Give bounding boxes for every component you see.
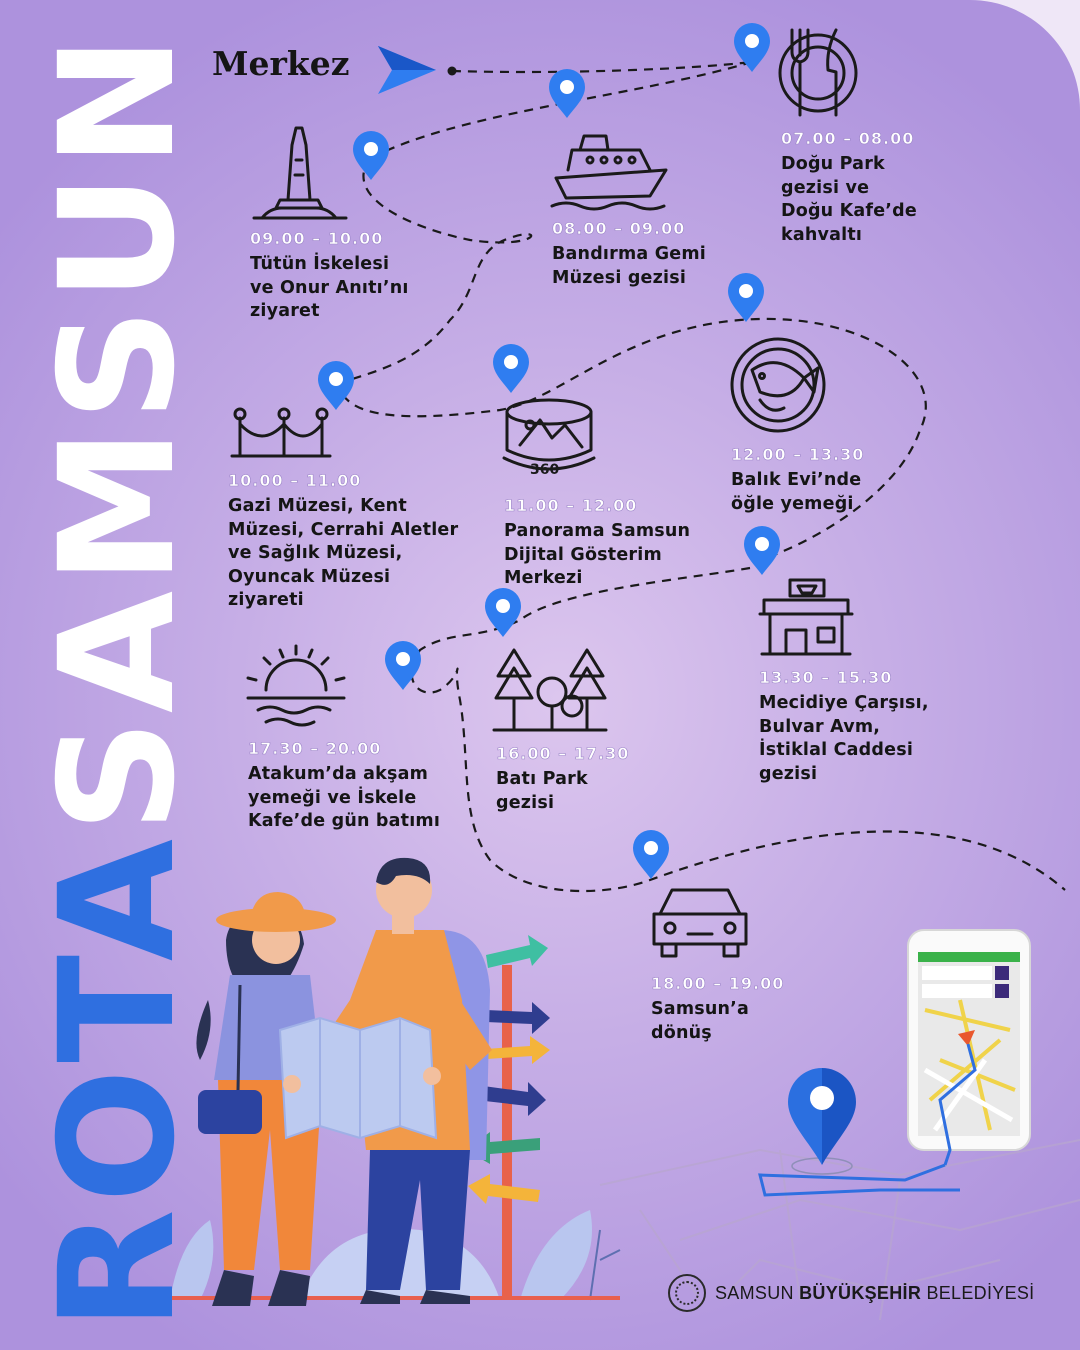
stop-sunset-dinner: 17.30 – 20.00 Atakum’da akşam yemeği ve … [248,738,440,834]
stop-ship-museum: 08.00 – 09.00 Bandırma Gemi Müzesi gezis… [552,218,706,290]
stop-time: 13.30 – 15.30 [759,668,893,688]
fork-knife-plate-icon [778,28,858,117]
stop-breakfast: 07.00 – 08.00 Doğu Park gezisi ve Doğu K… [781,128,917,247]
stop-time: 08.00 – 09.00 [552,219,686,239]
fish-plate-icon [730,337,826,433]
title-part-rota: ROTA [26,832,210,1331]
stop-description: Bandırma Gemi Müzesi gezisi [552,244,706,288]
stop-description: Balık Evi’nde öğle yemeği [731,470,862,514]
stop-description: Panorama Samsun Dijital Gösterim Merkezi [504,521,691,588]
svg-text:360: 360 [530,462,559,478]
stop-description: Batı Park gezisi [496,769,588,813]
museum-rope-barrier-icon [230,407,332,458]
stop-description: Atakum’da akşam yemeği ve İskele Kafe’de… [248,764,441,831]
stop-description: Doğu Park gezisi ve Doğu Kafe’de kahvalt… [781,154,917,245]
vertical-title: ROTASAMSUN [26,29,210,1330]
stop-time: 18.00 – 19.00 [651,974,785,994]
stop-lunch: 12.00 – 13.30 Balık Evi’nde öğle yemeği [731,444,864,516]
municipality-seal-icon [668,1274,706,1312]
stop-time: 07.00 – 08.00 [781,129,915,149]
stop-time: 11.00 – 12.00 [504,496,638,516]
municipality-logo: SAMSUN BÜYÜKŞEHİR BELEDİYESİ [668,1274,1035,1312]
stop-time: 12.00 – 13.30 [731,445,865,465]
shop-icon [758,578,854,656]
stop-description: Mecidiye Çarşısı, Bulvar Avm, İstiklal C… [759,693,929,784]
org-name-bold: BÜYÜKŞEHİR [799,1282,922,1303]
stop-panorama: 11.00 – 12.00 Panorama Samsun Dijital Gö… [504,495,690,591]
phone-navigation-illustration [758,929,1031,1197]
travel-couple-illustration [160,857,621,1306]
stop-return: 18.00 – 19.00 Samsun’a dönüş [651,973,784,1045]
stop-description: Tütün İskelesi ve Onur Anıtı’nı ziyaret [250,254,409,321]
stop-description: Samsun’a dönüş [651,999,750,1043]
stop-museums: 10.00 – 11.00 Gazi Müzesi, Kent Müzesi, … [228,470,458,613]
sunset-icon [246,644,346,727]
panorama-360-icon: 360 [502,398,596,478]
start-label: Merkez [212,44,350,83]
org-name-part: BELEDİYESİ [921,1282,1035,1303]
park-trees-icon [492,648,608,732]
map-background-lines [599,1139,1080,1321]
title-part-samsun: SAMSUN [26,29,210,833]
stop-time: 17.30 – 20.00 [248,739,382,759]
car-icon [652,888,748,958]
stop-time: 09.00 – 10.00 [250,229,384,249]
org-name-part: SAMSUN [715,1282,800,1303]
monument-icon [252,126,348,220]
stop-monument: 09.00 – 10.00 Tütün İskelesi ve Onur Anı… [250,228,409,324]
organization-name: SAMSUN BÜYÜKŞEHİR BELEDİYESİ [715,1283,1035,1304]
stop-west-park: 16.00 – 17.30 Batı Park gezisi [496,743,629,815]
stop-shopping: 13.30 – 15.30 Mecidiye Çarşısı, Bulvar A… [759,667,929,786]
stop-description: Gazi Müzesi, Kent Müzesi, Cerrahi Aletle… [228,496,459,610]
start-arrow-icon [378,46,436,94]
stop-time: 16.00 – 17.30 [496,744,630,764]
ship-icon [550,134,668,211]
stop-time: 10.00 – 11.00 [228,471,362,491]
